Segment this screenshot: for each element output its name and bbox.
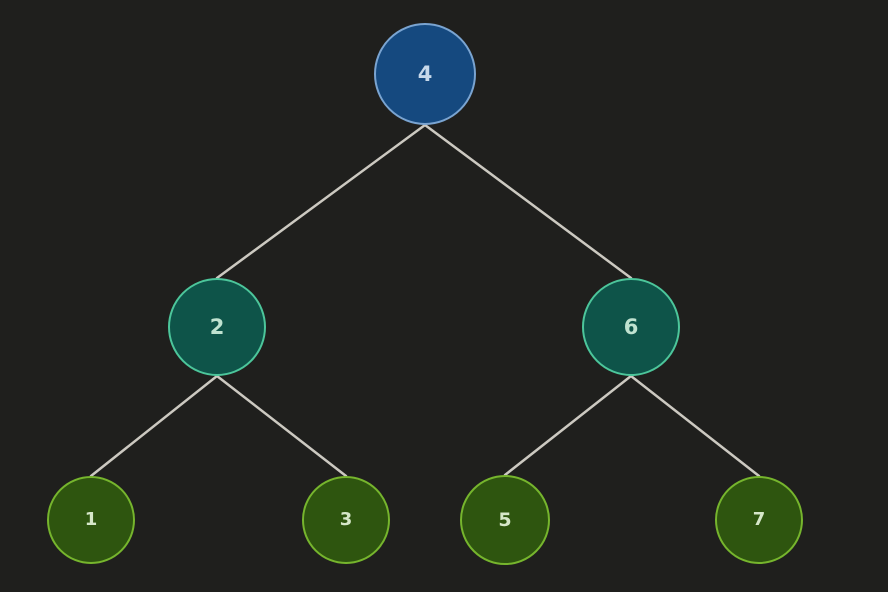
tree-edge-4-2	[215, 123, 427, 280]
tree-node-2[interactable]: 2	[168, 278, 266, 376]
tree-edge-2-1	[89, 374, 219, 478]
tree-node-3[interactable]: 3	[302, 476, 390, 564]
tree-node-4[interactable]: 4	[374, 23, 476, 125]
tree-edge-2-3	[215, 374, 348, 478]
tree-node-7[interactable]: 7	[715, 476, 803, 564]
node-value: 7	[752, 509, 766, 530]
node-value: 6	[623, 314, 639, 339]
node-value: 2	[209, 314, 225, 339]
tree-node-5[interactable]: 5	[460, 475, 550, 565]
node-value: 5	[498, 508, 512, 531]
tree-node-1[interactable]: 1	[47, 476, 135, 564]
tree-edge-4-6	[423, 123, 633, 280]
node-value: 4	[417, 61, 433, 86]
tree-edge-6-7	[629, 374, 761, 478]
node-value: 3	[339, 509, 353, 530]
node-value: 1	[84, 509, 98, 530]
tree-node-6[interactable]: 6	[582, 278, 680, 376]
tree-edge-6-5	[503, 374, 633, 477]
